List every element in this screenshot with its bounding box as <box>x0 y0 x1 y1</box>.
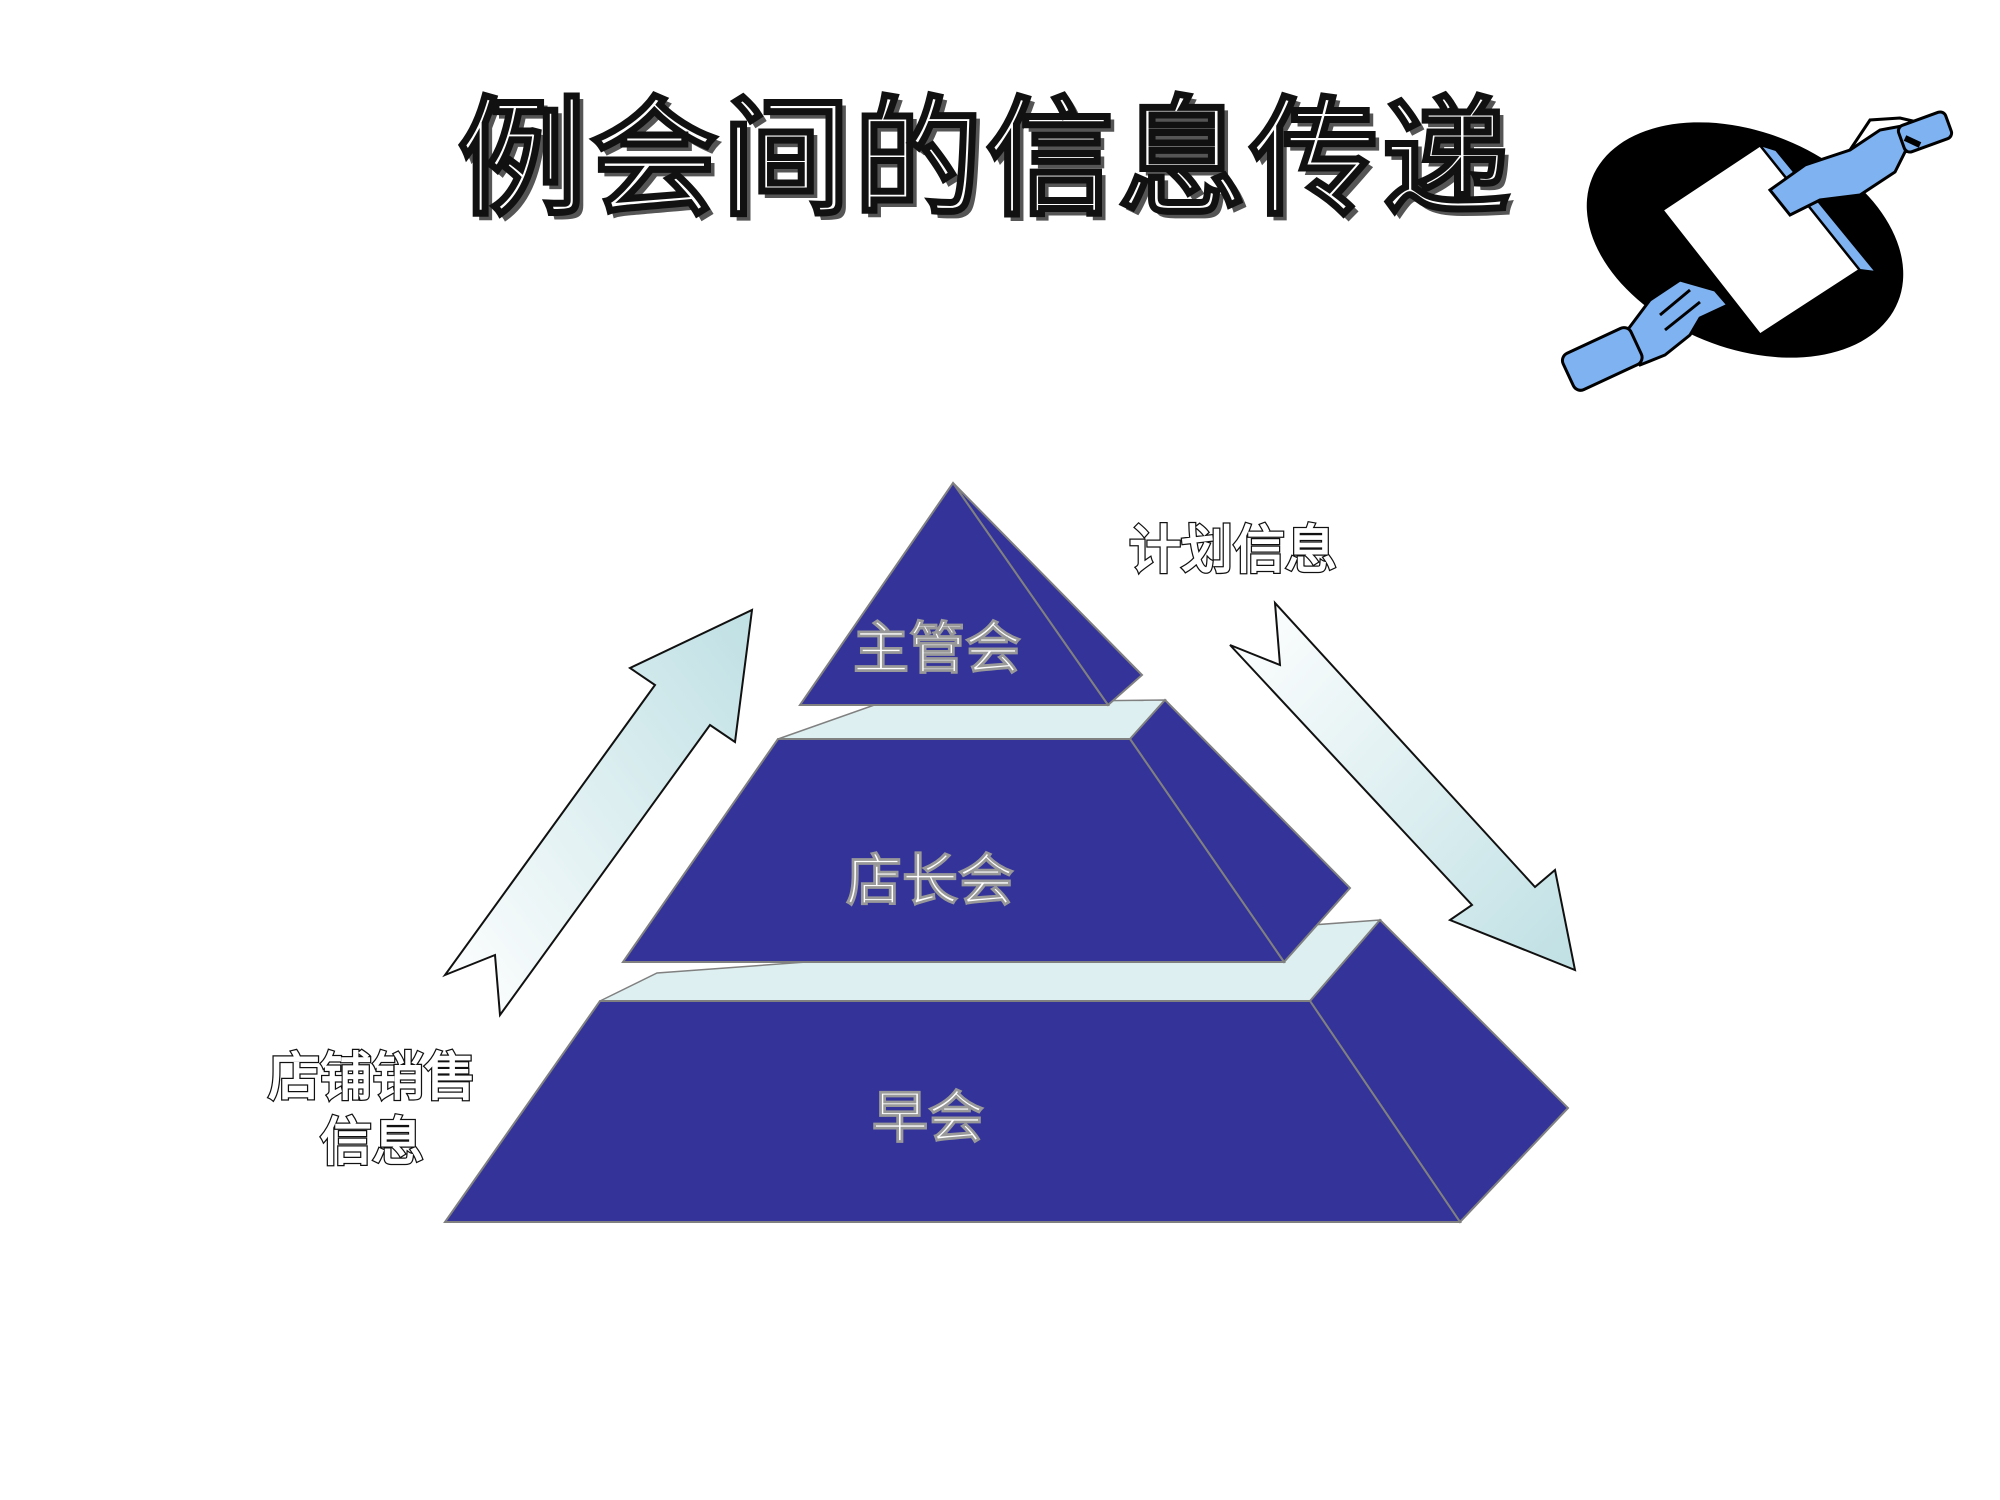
store-sales-label-line1: 店铺销售 <box>268 1048 476 1108</box>
middle-tier-front-face <box>621 738 1286 963</box>
middle-tier-label: 店长会 <box>846 849 1014 914</box>
upward-flow-arrow <box>442 608 754 1018</box>
bottom-tier-front-face <box>443 1000 1462 1223</box>
bottom-tier-label: 早会 <box>872 1086 984 1151</box>
downward-flow-arrow <box>1229 600 1577 972</box>
top-tier-label: 主管会 <box>853 617 1021 682</box>
handing-over-document-icon <box>1560 110 1954 392</box>
planning-info-label: 计划信息 <box>1129 521 1337 581</box>
top-tier-front-face <box>798 481 1110 706</box>
store-sales-label-line2: 信息 <box>320 1113 424 1173</box>
page-title: 例会间的信息传递 <box>456 84 1514 236</box>
